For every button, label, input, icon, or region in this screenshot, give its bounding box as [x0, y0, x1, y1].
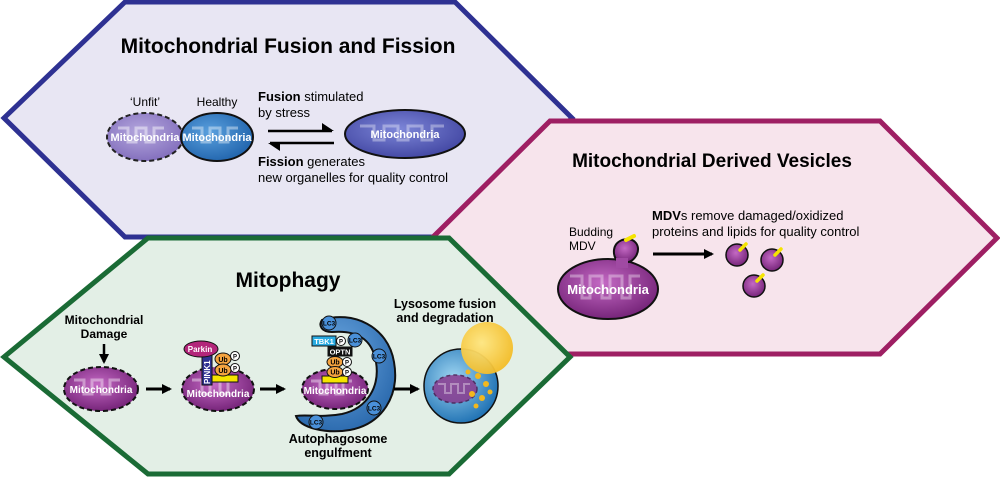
p-label: P: [233, 355, 237, 361]
fused-mitochondrion: Mitochondria: [344, 109, 466, 159]
fission-text-line2: new organelles for quality control: [258, 170, 448, 185]
lc3-label: LC3: [323, 321, 336, 328]
fusion-rest: stimulated: [301, 89, 364, 104]
damage-label-line1: Mitochondrial: [65, 313, 144, 327]
mdv-rest: s remove damaged/oxidized: [681, 208, 844, 223]
lc3-marker: LC3: [347, 332, 363, 348]
fission-text-line1: Fission generates: [258, 154, 365, 169]
fusion-bold: Fusion: [258, 89, 301, 104]
mdv-text-line1: MDVs remove damaged/oxidized: [652, 208, 843, 223]
lc3-marker: LC3: [321, 315, 337, 331]
damage-label-line2: Damage: [81, 327, 128, 341]
ub-label: Ub: [218, 368, 227, 375]
p-label: P: [339, 340, 343, 346]
budding-mitochondrion: Mitochondria: [557, 234, 659, 320]
lc3-marker: LC3: [371, 348, 387, 364]
unfit-label: ‘Unfit’: [130, 95, 160, 109]
mdv-mito-label: Mitochondria: [567, 282, 649, 297]
ub-chain: Ub Ub P P: [214, 351, 240, 377]
lc3-label: LC3: [310, 420, 323, 427]
optn-box: [327, 346, 353, 357]
mitophagy-panel: [0, 235, 574, 477]
ub-label: Ub: [218, 357, 227, 364]
healthy-label: Healthy: [197, 95, 238, 109]
vesicle: [742, 273, 766, 298]
parkin-label: Parkin: [188, 345, 213, 354]
tagged-mito-label: Mitochondria: [187, 389, 250, 400]
lysosome: [423, 322, 513, 424]
mdv-bold: MDV: [652, 208, 681, 223]
lc3-label: LC3: [373, 354, 386, 361]
lysosome-label-line2: and degradation: [396, 311, 493, 325]
damaged-mito-label: Mitochondria: [70, 385, 133, 396]
budding-label-line1: Budding: [569, 225, 613, 239]
fusion-title: Mitochondrial Fusion and Fission: [121, 35, 456, 58]
healthy-mitochondrion: Mitochondria: [180, 112, 254, 162]
tbk1-label: TBK1: [314, 337, 334, 346]
vesicle: [760, 247, 784, 272]
healthy-mito-label: Mitochondria: [182, 132, 252, 144]
ub-label: Ub: [330, 370, 339, 377]
damaged-mitochondrion: Mitochondria: [63, 366, 139, 412]
fusion-text-line2: by stress: [258, 105, 311, 120]
optn-label: OPTN: [330, 348, 351, 357]
parkin-blob: [183, 340, 219, 358]
vesicle: [725, 242, 749, 267]
fusion-fission-arrows: [268, 123, 334, 151]
lc3-marker: LC3: [308, 414, 324, 430]
autophagosome-label-line2: engulfment: [304, 446, 372, 460]
budding-label-line2: MDV: [569, 239, 596, 253]
p-label: P: [233, 367, 237, 373]
engulfed-mito-label: Mitochondria: [304, 386, 367, 397]
lc3-label: LC3: [368, 406, 381, 413]
mdv-text-line2: proteins and lipids for quality control: [652, 224, 860, 239]
fission-rest: generates: [304, 154, 366, 169]
lc3-label: LC3: [349, 338, 362, 345]
p-label: P: [345, 371, 349, 377]
p-label: P: [345, 361, 349, 367]
unfit-mitochondrion: Mitochondria: [106, 112, 184, 162]
ub-label: Ub: [330, 360, 339, 367]
fused-mito-label: Mitochondria: [370, 129, 440, 141]
pink1-label: PINK1: [203, 360, 212, 384]
fission-bold: Fission: [258, 154, 304, 169]
mdv-title: Mitochondrial Derived Vesicles: [572, 151, 852, 172]
unfit-mito-label: Mitochondria: [110, 132, 180, 144]
autophagosome-label-line1: Autophagosome: [289, 432, 388, 446]
fusion-text-line1: Fusion stimulated: [258, 89, 363, 104]
mitophagy-title: Mitophagy: [236, 269, 341, 292]
lc3-marker: LC3: [366, 400, 382, 416]
lysosome-label-line1: Lysosome fusion: [394, 297, 496, 311]
